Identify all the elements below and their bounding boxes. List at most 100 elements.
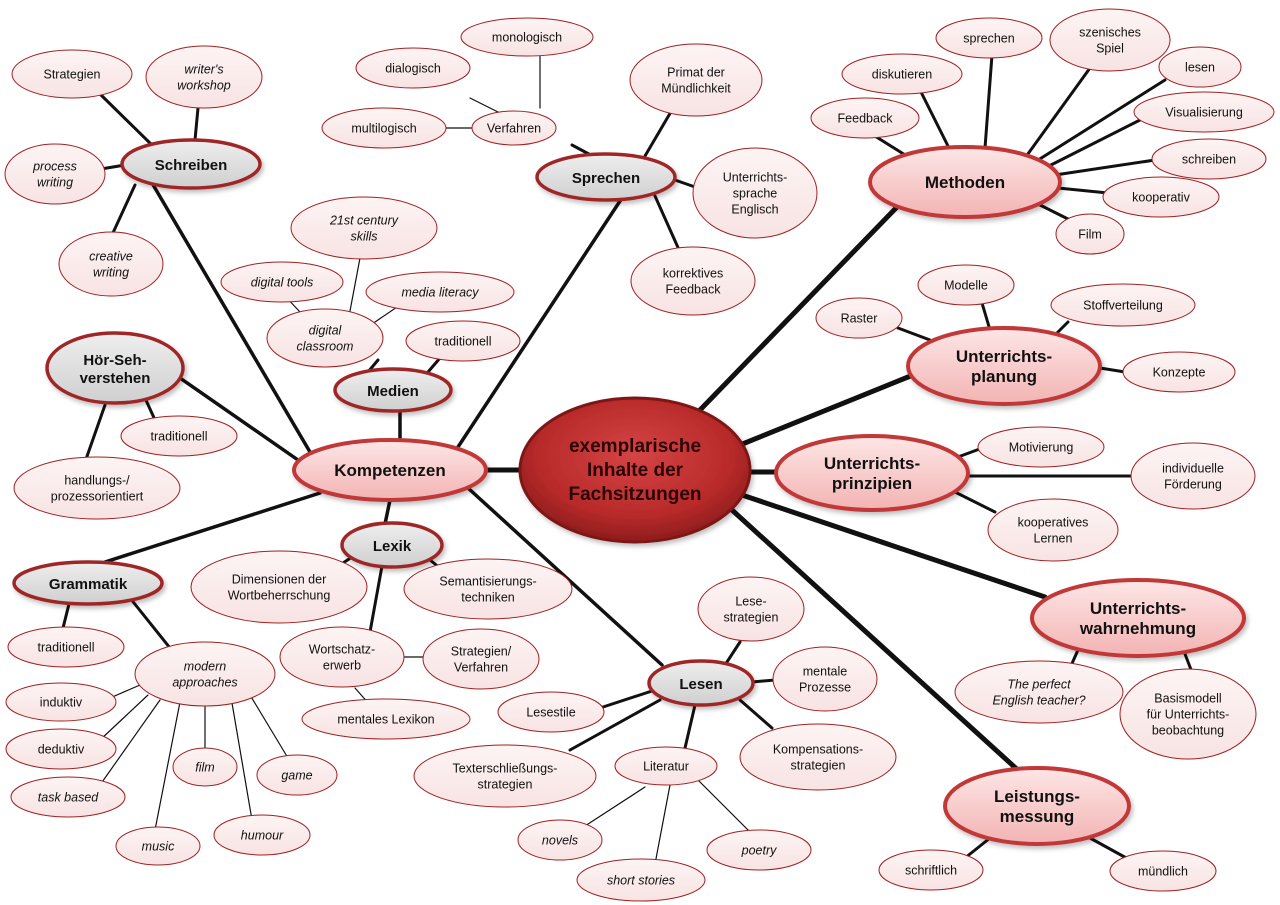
node-label: Motivierung	[1009, 441, 1074, 455]
node-lesen-m: lesen	[1158, 46, 1242, 88]
node-label: Raster	[841, 312, 878, 326]
node-label-line: Unterrichts-	[824, 454, 920, 473]
node-label: film	[195, 761, 214, 775]
node-shape	[120, 138, 262, 190]
line-center-planung	[737, 372, 916, 448]
node-label: digital tools	[251, 276, 314, 290]
node-methoden: Methoden	[868, 145, 1062, 219]
line-leist-schriftlich	[963, 836, 992, 860]
line-hoer-handlungs	[83, 403, 107, 464]
node-label: dialogisch	[385, 62, 441, 76]
line-sprechen-korrektiv	[653, 194, 682, 254]
node-shape	[630, 246, 756, 316]
node-shape	[1133, 91, 1275, 133]
node-shape	[697, 576, 805, 642]
node-lesen: Lesen	[647, 659, 755, 707]
node-shape	[1119, 668, 1257, 760]
node-label-line: Kompetenzen	[334, 461, 445, 480]
node-shape	[815, 297, 903, 339]
node-shape	[535, 152, 677, 202]
node-schreiben-m: schreiben	[1151, 138, 1267, 180]
node-shape	[145, 45, 263, 109]
node-shape	[647, 659, 755, 707]
node-label-line: strategien	[724, 611, 779, 625]
node-modelle: Modelle	[917, 264, 1015, 306]
node-shape	[517, 819, 603, 861]
node-label: Wortschatz-erwerb	[309, 643, 375, 673]
node-label-line: Lernen	[1034, 532, 1073, 546]
node-film-m: Film	[1055, 213, 1125, 255]
node-shape	[11, 49, 133, 99]
node-shape	[403, 558, 573, 620]
node-kompensation: Kompensations-strategien	[739, 723, 897, 791]
node-shape	[906, 326, 1102, 406]
node-prinzipien: Unterrichts-prinzipien	[774, 434, 970, 512]
line-schreiben-creative	[110, 183, 137, 237]
node-label-line: media literacy	[401, 286, 479, 300]
node-deduktiv: deduktiv	[5, 728, 117, 770]
node-label: Strategien/Verfahren	[451, 645, 512, 675]
node-shape	[58, 231, 164, 297]
node-label: deduktiv	[38, 743, 85, 757]
node-label-line: Konzepte	[1153, 366, 1206, 380]
node-label: Texterschließungs-strategien	[453, 762, 558, 792]
node-label-line: Leistungs-	[994, 787, 1080, 806]
line-verfahren-dialogisch	[469, 97, 501, 114]
line-lexik-wortschatz	[368, 564, 384, 634]
node-label: novels	[542, 834, 578, 848]
line-sprechen-primat	[643, 108, 674, 158]
node-shape	[706, 829, 812, 871]
node-label-line: Unterrichts-	[1090, 599, 1186, 618]
node-label-line: English teacher?	[992, 694, 1085, 708]
node-shape	[518, 396, 752, 544]
node-shape	[172, 747, 238, 787]
line-meth-diskutieren	[918, 88, 952, 152]
node-label-line: mentale	[803, 665, 848, 679]
node-shape	[497, 691, 605, 733]
node-label-line: film	[195, 761, 214, 775]
node-shape	[413, 744, 597, 808]
node-label-line: Lese-	[735, 595, 766, 609]
node-label: multilogisch	[351, 122, 416, 136]
node-music: music	[115, 826, 201, 866]
node-label-line: wahrnehmung	[1079, 619, 1196, 638]
node-label: Semantisierungs-techniken	[439, 575, 536, 605]
node-label: Lexik	[373, 538, 412, 555]
line-lesen-literatur	[683, 703, 697, 750]
node-shape	[774, 434, 970, 512]
node-label-line: traditionell	[435, 335, 492, 349]
node-induktiv: induktiv	[5, 682, 117, 722]
node-label-line: Primat der	[667, 66, 725, 80]
node-poetry: poetry	[706, 829, 812, 871]
node-digital-tools: digital tools	[220, 261, 344, 303]
node-label: Konzepte	[1153, 366, 1206, 380]
node-lexik: Lexik	[340, 521, 444, 569]
node-label-line: Grammatik	[49, 576, 128, 593]
node-label-line: creative	[89, 250, 133, 264]
node-short-stories: short stories	[576, 858, 706, 902]
node-shape	[1109, 850, 1217, 892]
node-label: Stoffverteilung	[1083, 299, 1163, 313]
node-shape	[954, 660, 1124, 724]
line-komp-hoersehen	[178, 376, 300, 462]
node-hoer-traditionell: traditionell	[120, 415, 238, 457]
node-label-line: Lesen	[679, 676, 722, 693]
node-label: Strategien	[44, 68, 101, 82]
node-lesestrategien: Lese-strategien	[697, 576, 805, 642]
node-label: media literacy	[401, 286, 479, 300]
node-label-line: Texterschließungs-	[453, 762, 558, 776]
